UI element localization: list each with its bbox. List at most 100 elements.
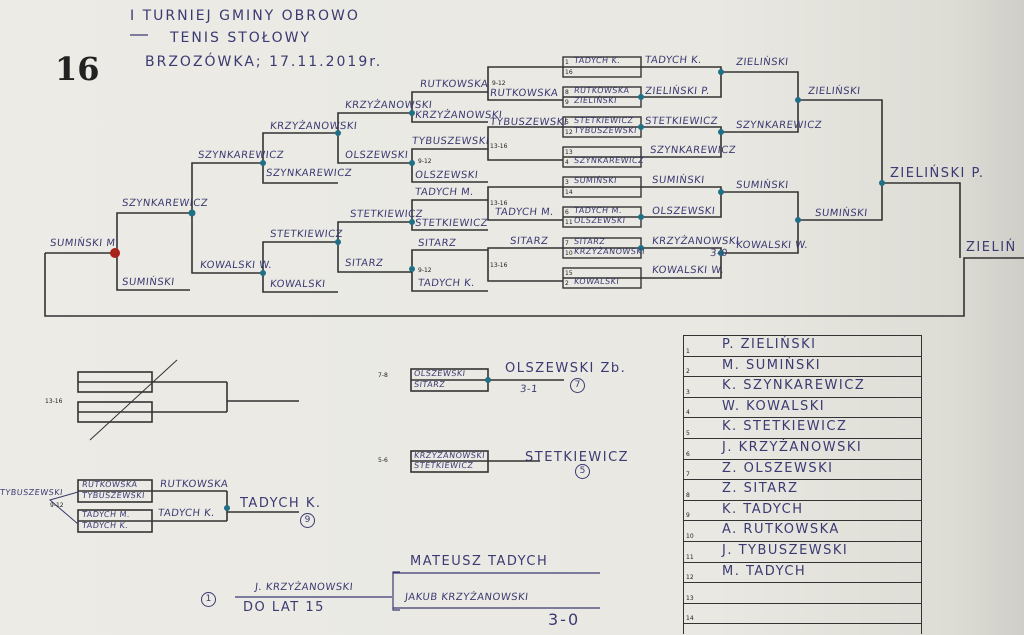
consolation-label: 9-12 [50, 502, 64, 509]
standings-row [683, 623, 922, 635]
seed-number: 6 [565, 209, 569, 216]
seed-number: 4 [565, 159, 569, 166]
seed-entry: TADYCH K. [573, 56, 621, 65]
seed-number: 1 [565, 59, 569, 66]
place-badge: 7 [570, 378, 585, 393]
standings-row: 1 P. ZIELIŃSKI [683, 335, 922, 356]
player-name: Z. SITARZ [722, 481, 799, 497]
round-tag: 13-16 [490, 200, 508, 207]
bracket-entry: TADYCH K. [81, 521, 129, 530]
tournament-title: I TURNIEJ GMINY OBROWO [130, 8, 360, 24]
bracket-entry: SUMIŃSKI M. [49, 238, 120, 249]
bracket-entry: ZIELIŃSKI [735, 57, 790, 68]
seed-number: 15 [565, 270, 573, 277]
bracket-entry: OLSZEWSKI [414, 170, 479, 181]
bracket-entry: SZYNKAREWICZ [735, 120, 823, 131]
bracket-entry: RUTKOWSKA [489, 88, 559, 99]
player-name: J. TYBUSZEWSKI [722, 542, 849, 558]
bracket-entry: SUMIŃSKI [121, 277, 176, 288]
seed-number: 5 [565, 119, 569, 126]
round-tag: 9-12 [418, 158, 432, 165]
place-badge: 9 [300, 513, 315, 528]
consolation-label: 13-16 [45, 398, 63, 405]
bracket-entry: KRZYŻANOWSKI [269, 121, 358, 132]
u15-player-b: JAKUB KRZYŻANOWSKI [404, 592, 530, 603]
place-number: 7 [686, 471, 690, 479]
seed-number: 7 [565, 240, 569, 247]
bracket-entry: SUMIŃSKI [735, 180, 790, 191]
place-number: 1 [686, 347, 690, 355]
seed-number: 8 [565, 89, 569, 96]
bracket-entry: ZIELIŃSKI P. [644, 86, 711, 97]
seed-entry: ZIELIŃSKI [573, 96, 618, 105]
bracket-entry: OLSZEWSKI [344, 150, 409, 161]
place-badge: 5 [575, 464, 590, 479]
bracket-entry: STETKIEWICZ [414, 218, 489, 229]
bracket-entry: RUTKOWSKA [419, 79, 489, 90]
place-number: 13 [686, 594, 694, 602]
bracket-entry: KRZYŻANOWSKI [651, 236, 740, 247]
consolation-winner: STETKIEWICZ [525, 450, 630, 465]
place-number: 11 [686, 553, 694, 561]
bracket-entry: TADYCH M. [81, 510, 131, 519]
player-name: M. TADYCH [722, 563, 807, 579]
seed-number: 3 [565, 179, 569, 186]
place-number: 3 [686, 388, 690, 396]
round-tag: 9-12 [418, 267, 432, 274]
bracket-entry: TYBUSZEWSKI [81, 491, 146, 500]
seed-entry: SZYNKAREWICZ [573, 156, 645, 165]
bracket-entry: SZYNKAREWICZ [265, 168, 353, 179]
seed-entry: OLSZEWSKI [573, 216, 626, 225]
bracket-entry: SITARZ [344, 258, 384, 269]
bracket-entry: KOWALSKI W. [735, 240, 809, 251]
bracket-entry: KOWALSKI [269, 279, 327, 290]
red-marker [110, 248, 120, 258]
bracket-entry: STETKIEWICZ [349, 209, 424, 220]
bracket-entry: STETKIEWICZ [413, 461, 474, 470]
bracket-entry: TADYCH M. [494, 207, 555, 218]
seed-entry: KRZYŻANOWSKI [573, 247, 646, 256]
bracket-entry: STETKIEWICZ [269, 229, 344, 240]
tournament-place-date: BRZOZÓWKA; 17.11.2019r. [145, 54, 383, 70]
player-name: K. SZYNKAREWICZ [722, 378, 866, 394]
bracket-entry: TADYCH K. [417, 278, 476, 289]
bracket-entry: TADYCH K. [644, 55, 703, 66]
bracket-entry: SUMIŃSKI [814, 208, 869, 219]
place-number: 8 [686, 491, 690, 499]
bracket-entry: KRZYŻANOWSKI [413, 451, 486, 460]
bracket-entry: RUTKOWSKA [81, 480, 138, 489]
bracket-entry: KOWALSKI W. [651, 265, 725, 276]
place-number: 10 [686, 532, 694, 540]
place-number: 9 [686, 512, 690, 520]
bracket-entry: TADYCH M. [414, 187, 475, 198]
bracket-entry: SUMIŃSKI [651, 175, 706, 186]
player-name: P. ZIELIŃSKI [722, 337, 817, 352]
player-name: M. SUMIŃSKI [722, 357, 822, 373]
standings-row: 8 Z. SITARZ [683, 479, 922, 500]
bracket-entry: SZYNKAREWICZ [649, 145, 737, 156]
bracket-entry: TYBUSZEWSKI [489, 117, 568, 128]
final-standings-table: 1 P. ZIELIŃSKI 2 M. SUMIŃSKI 3 K. SZYNKAREWIC… [683, 335, 922, 635]
round-tag: 13-16 [490, 262, 508, 269]
bracket-entry: SITARZ [413, 380, 446, 389]
standings-row: 2 M. SUMIŃSKI [683, 355, 922, 377]
bracket-entry: SZYNKAREWICZ [121, 198, 209, 209]
place-number: 12 [686, 574, 694, 582]
place-number: 2 [686, 368, 690, 376]
seed-number: 13 [565, 149, 573, 156]
seed-number: 12 [565, 129, 573, 136]
standings-row: 12 M. TADYCH [683, 561, 922, 583]
seed-entry: TADYCH M. [573, 206, 623, 215]
player-name: A. RUTKOWSKA [722, 522, 840, 538]
place-number: 4 [686, 409, 690, 417]
note: TYBUSZEWSKI [0, 488, 64, 497]
seed-entry: SITARZ [573, 237, 606, 246]
seed-entry: STETKIEWICZ [573, 116, 634, 125]
bracket-entry: ZIELIŃSKI [807, 86, 862, 97]
seed-number: 10 [565, 250, 573, 257]
bracket-size-badge: 16 [55, 50, 100, 88]
